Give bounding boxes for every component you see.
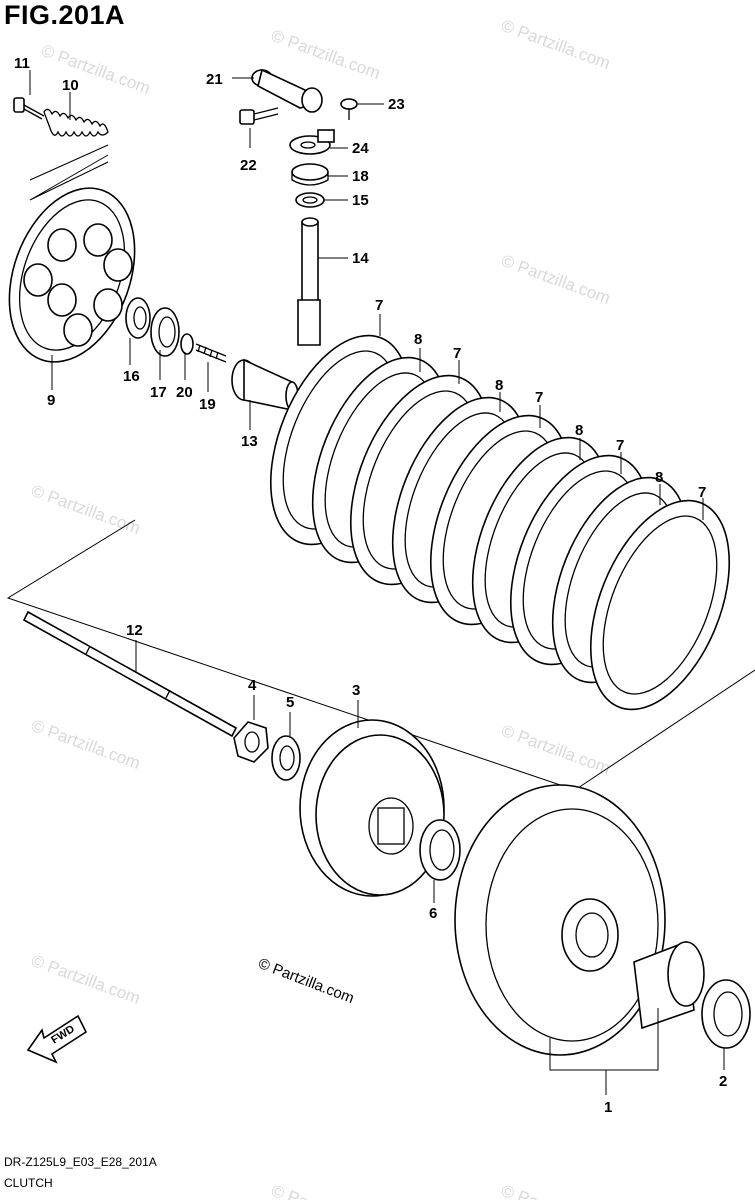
watermark: © Partzilla.com — [499, 721, 613, 778]
callout: 8 — [414, 331, 422, 348]
release-shaft-part-14 — [297, 217, 321, 346]
callout: 9 — [47, 392, 55, 409]
watermark: © Partzilla.com — [499, 1181, 613, 1200]
watermark: © Partzilla.com — [39, 41, 153, 98]
bearing-part-17 — [150, 307, 180, 357]
callout: 12 — [126, 622, 143, 639]
callout: 18 — [352, 168, 369, 185]
callout: 8 — [655, 469, 663, 486]
release-arm-part-21 — [251, 68, 323, 113]
callout: 19 — [199, 396, 216, 413]
assembly-bracket — [549, 1008, 659, 1071]
washer-part-6 — [419, 819, 461, 881]
assembly-bracket — [29, 144, 109, 181]
plate-part-24 — [289, 129, 335, 155]
callout: 1 — [604, 1099, 612, 1116]
callout: 20 — [176, 384, 193, 401]
spacer-part-1 — [633, 940, 705, 1030]
washer-part-20 — [180, 333, 194, 355]
callout: 2 — [719, 1073, 727, 1090]
seal-part-18 — [291, 163, 329, 186]
callout: 23 — [388, 96, 405, 113]
bolt-part-22 — [239, 107, 279, 125]
watermark: © Partzilla.com — [29, 481, 143, 538]
pin-part-19 — [195, 343, 227, 363]
callout: 8 — [575, 422, 583, 439]
callout: 6 — [429, 905, 437, 922]
callout: 7 — [375, 297, 383, 314]
callout: 13 — [241, 433, 258, 450]
washer-part-2 — [701, 979, 751, 1049]
diagram-code: DR-Z125L9_E03_E28_201A — [4, 1155, 157, 1169]
washer-part-15 — [295, 192, 325, 208]
callout: 7 — [698, 484, 706, 501]
assembly-bracket — [29, 154, 109, 201]
callout: 22 — [240, 157, 257, 174]
nut-part-4 — [233, 721, 269, 763]
callout: 17 — [150, 384, 167, 401]
watermark: © Partzilla.com — [29, 951, 143, 1008]
drive-plate-part-7 — [589, 499, 731, 711]
clutch-sleeve-hub-part-3 — [299, 719, 445, 897]
spring-part-10 — [43, 108, 109, 137]
watermark: © Partzilla.com — [499, 251, 613, 308]
push-piece-part-13 — [231, 358, 299, 411]
figure-title: FIG.201A — [4, 0, 126, 30]
callout: 4 — [248, 677, 257, 694]
bolt-part-11 — [13, 97, 45, 120]
watermark: © Partzilla.com — [29, 716, 143, 773]
callout: 24 — [352, 140, 369, 157]
screw-part-23 — [340, 98, 358, 120]
callout: 14 — [352, 250, 369, 267]
callout: 11 — [14, 55, 30, 72]
callout: 16 — [123, 368, 140, 385]
washer-part-16 — [125, 297, 151, 339]
callout: 10 — [62, 77, 79, 94]
callout: 7 — [535, 389, 543, 406]
callout: 21 — [206, 71, 223, 88]
callout: 7 — [453, 345, 461, 362]
watermark: © Partzilla.com — [269, 26, 383, 83]
callout-labels: 1 2 3 4 5 6 7 7 7 7 7 8 8 8 8 9 10 11 12… — [14, 55, 727, 1116]
callout: 3 — [352, 682, 360, 699]
diagram-name: CLUTCH — [4, 1176, 53, 1190]
callout: 15 — [352, 192, 369, 209]
fwd-arrow-icon: FWD — [26, 1014, 88, 1064]
watermark: © Partzilla.com — [269, 1181, 383, 1200]
primary-driven-gear-part-1 — [454, 784, 666, 1056]
assembly-bracket — [6, 519, 755, 791]
callout: 8 — [495, 377, 503, 394]
push-rod-part-12 — [22, 610, 238, 738]
lock-washer-part-5 — [271, 735, 301, 781]
watermark: © Partzilla.com — [499, 16, 613, 73]
callout: 5 — [286, 694, 294, 711]
pressure-plate-part-9 — [8, 187, 136, 363]
callout: 7 — [616, 437, 624, 454]
